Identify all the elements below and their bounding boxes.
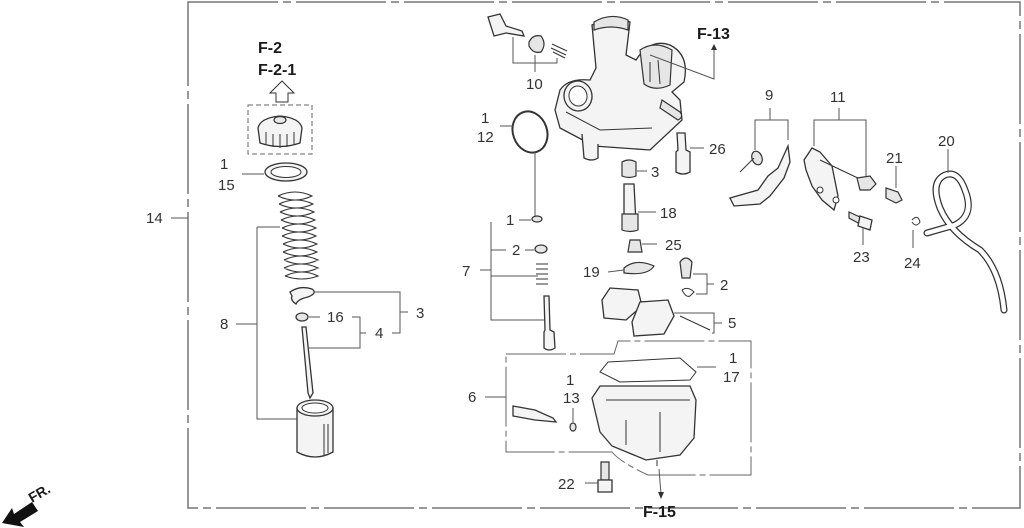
callout-24[interactable]: 24 (904, 255, 921, 272)
callout-1[interactable]: 1 (506, 212, 514, 229)
float-chamber (591, 357, 697, 466)
choke-lever-9 (729, 143, 791, 207)
washer-16 (295, 312, 309, 322)
screw-22 (597, 461, 613, 493)
o-ring-12 (511, 110, 549, 154)
float-valve (679, 257, 693, 279)
callout-19[interactable]: 19 (583, 264, 600, 281)
clip-24 (911, 216, 921, 226)
callout-26[interactable]: 26 (709, 141, 726, 158)
cap-dashed-box (247, 104, 313, 155)
float-chamber-dashed-group (505, 340, 752, 476)
ref-label-f2-1[interactable]: F-2-1 (258, 62, 296, 79)
callout-21[interactable]: 21 (886, 150, 903, 167)
jet-needle (301, 326, 314, 400)
callout-8[interactable]: 8 (220, 316, 228, 333)
callout-20[interactable]: 20 (938, 133, 955, 150)
callout-13[interactable]: 13 (563, 390, 580, 407)
callout-23[interactable]: 23 (853, 249, 870, 266)
screw-23 (848, 211, 873, 231)
nut-2 (534, 244, 548, 254)
callout-22[interactable]: 22 (558, 476, 575, 493)
float-valve-seat-19 (623, 261, 655, 275)
up-arrow-icon (268, 80, 296, 103)
callout-17[interactable]: 17 (723, 369, 740, 386)
washer-1 (531, 215, 543, 223)
carburetor-body (554, 15, 687, 161)
callout-6[interactable]: 6 (468, 389, 476, 406)
screw-21 (885, 187, 903, 204)
needle-clip (289, 286, 315, 305)
throttle-stop-screw (543, 295, 556, 351)
callout-4[interactable]: 4 (375, 325, 383, 342)
drain-screw (512, 405, 558, 423)
assembly-frame (187, 1, 1021, 509)
starter-valve-26 (675, 132, 691, 175)
callout-10[interactable]: 10 (526, 76, 543, 93)
ref-label-f15[interactable]: F-15 (643, 504, 676, 521)
ref-label-f13[interactable]: F-13 (697, 26, 730, 43)
callout-3[interactable]: 3 (416, 305, 424, 322)
jet-holder-3 (621, 159, 637, 179)
callout-25[interactable]: 25 (665, 237, 682, 254)
choke-bracket-11 (803, 147, 877, 212)
float-5 (601, 287, 711, 337)
callout-3[interactable]: 3 (651, 164, 659, 181)
callout-2[interactable]: 2 (512, 242, 520, 259)
callout-11[interactable]: 11 (830, 89, 846, 106)
callout-7[interactable]: 7 (462, 263, 470, 280)
air-screw (487, 13, 526, 37)
callout-1[interactable]: 1 (481, 110, 489, 127)
carburetor-top-cap (257, 115, 303, 148)
front-indicator-label: FR. (26, 480, 54, 505)
needle-jet-18 (621, 183, 639, 233)
spring-10 (528, 35, 545, 53)
callout-1[interactable]: 1 (729, 350, 737, 367)
callout-12[interactable]: 12 (477, 129, 494, 146)
callout-18[interactable]: 18 (660, 205, 677, 222)
callout-16[interactable]: 16 (327, 309, 344, 326)
callout-5[interactable]: 5 (728, 315, 736, 332)
spring-7 (536, 263, 548, 285)
callout-1[interactable]: 1 (566, 372, 574, 389)
throttle-spring (277, 191, 320, 280)
callout-9[interactable]: 9 (765, 87, 773, 104)
callout-2[interactable]: 2 (720, 277, 728, 294)
ref-label-f2[interactable]: F-2 (258, 40, 282, 57)
throttle-valve (296, 399, 334, 458)
callout-1[interactable]: 1 (220, 156, 228, 173)
callout-15[interactable]: 15 (218, 177, 235, 194)
o-ring-13 (569, 422, 577, 432)
callout-14[interactable]: 14 (146, 210, 163, 227)
small-spring (550, 43, 568, 59)
front-direction-arrow-icon (2, 502, 38, 527)
main-jet-25 (627, 239, 643, 253)
